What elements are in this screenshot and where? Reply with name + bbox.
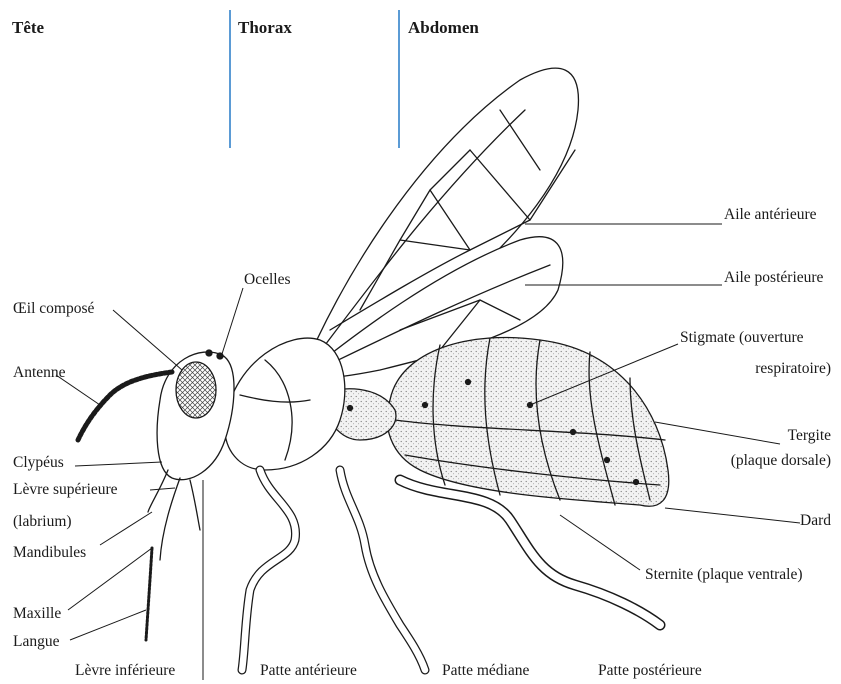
label-upper-lip: Lèvre supérieure: [13, 481, 118, 499]
thorax: [225, 338, 345, 470]
label-mid-leg: Patte médiane: [442, 662, 529, 680]
label-hind-wing: Aile postérieure: [724, 269, 823, 287]
label-sternite: Sternite (plaque ventrale): [645, 566, 803, 584]
compound-eye: [176, 362, 216, 418]
front-leg: [242, 470, 296, 670]
label-mandibles: Mandibules: [13, 544, 86, 562]
label-lower-lip: Lèvre inférieure: [75, 662, 175, 680]
label-maxilla: Maxille: [13, 605, 61, 623]
label-tongue: Langue: [13, 633, 59, 651]
label-spiracle: Stigmate (ouverture: [680, 329, 804, 347]
label-hind-leg: Patte postérieure: [598, 662, 702, 680]
label-sting: Dard: [680, 512, 831, 530]
label-tergite: Tergite: [680, 427, 831, 445]
abdomen: [387, 338, 669, 507]
label-compound-eye: Œil composé: [13, 300, 94, 318]
label-clypeus: Clypéus: [13, 454, 64, 472]
label-fore-wing: Aile antérieure: [724, 206, 817, 224]
label-labrium: (labrium): [13, 513, 72, 531]
label-antenna: Antenne: [13, 364, 66, 382]
label-tergite-cont: (plaque dorsale): [680, 452, 831, 470]
label-ocelli: Ocelles: [244, 271, 290, 289]
label-spiracle-cont: respiratoire): [680, 360, 831, 378]
label-front-leg: Patte antérieure: [260, 662, 357, 680]
